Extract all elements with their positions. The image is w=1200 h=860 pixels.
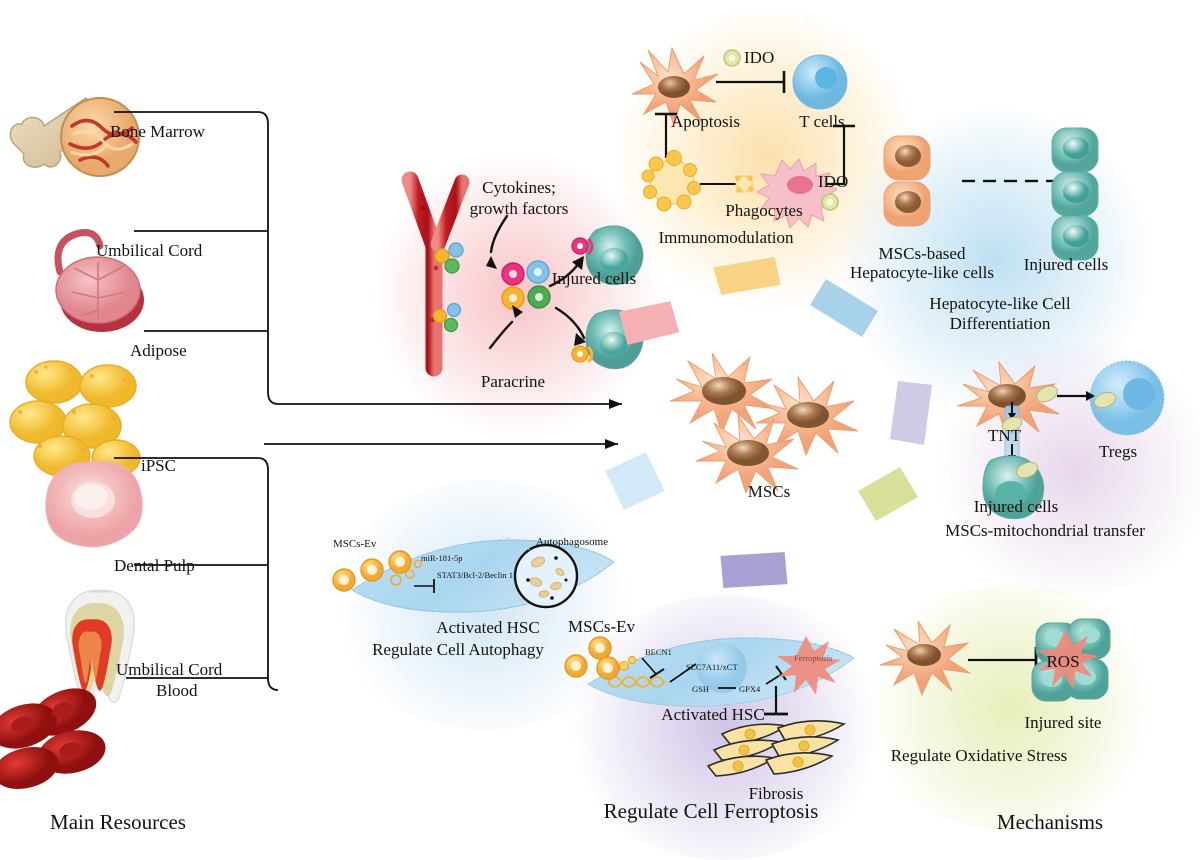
immuno-ido-bottom: IDO xyxy=(818,172,849,191)
dna-helix xyxy=(607,676,665,688)
hepatocyte-like-cell-1 xyxy=(883,135,931,181)
section-title-regulate-cell-ferroptosis: Regulate Cell Ferroptosis xyxy=(603,799,819,823)
msc-ev-vesicles xyxy=(332,550,423,592)
mito-injured-cells: Injured cells xyxy=(973,497,1059,516)
hepatocyte-msc-based-line2: Hepatocyte-like cells xyxy=(850,263,994,282)
injured-cell-h1 xyxy=(1051,127,1099,173)
center-msc-cluster xyxy=(669,352,859,495)
panel-mitochondrial-transfer xyxy=(956,360,1165,520)
section-title-mechanisms: Mechanisms xyxy=(996,810,1104,834)
panel-ferroptosis xyxy=(564,636,855,707)
bone-marrow-icon xyxy=(9,97,140,177)
autophagy-msc-ev: MSCs-Ev xyxy=(333,538,377,550)
mitochondria xyxy=(1001,385,1117,479)
oxidative-injured-site: Injured site xyxy=(1024,713,1102,732)
hepatocyte-like-cell-2 xyxy=(883,181,931,227)
msc-cell-center-2 xyxy=(755,375,859,457)
paracrine-title: Paracrine xyxy=(480,372,546,391)
hepatocyte-injured-cells: Injured cells xyxy=(1023,255,1109,274)
center-msc-label: MSCs xyxy=(747,482,791,501)
segment-purple xyxy=(720,552,788,588)
segment-yellow xyxy=(713,257,781,295)
paracrine-cytokines-line2: growth factors xyxy=(469,199,569,218)
paracrine-injured-cells: Injured cells xyxy=(551,269,637,288)
panel-hepatocyte xyxy=(883,127,1099,261)
resource-label-ucb-line1: Umbilical Cord xyxy=(116,660,223,679)
segment-olive xyxy=(858,467,918,521)
autophagy-autophagosome-label: Autophagosome xyxy=(536,536,609,548)
resource-brackets xyxy=(114,111,622,691)
ferroptosis-msc-ev: MSCs-Ev xyxy=(568,617,636,636)
immuno-ido-top: IDO xyxy=(744,48,775,67)
injured-cell-h2 xyxy=(1051,171,1099,217)
immuno-title: Immunomodulation xyxy=(658,228,794,247)
ring-segments xyxy=(605,257,932,588)
autophagosome xyxy=(513,543,579,609)
msc-ev-vesicles-ferro xyxy=(564,636,637,680)
autophagy-title-line1: Activated HSC xyxy=(436,618,540,637)
segment-blue xyxy=(810,279,878,337)
fibrosis-sheets xyxy=(706,720,847,777)
ferroptosis-gpx4: GPX4 xyxy=(739,684,761,694)
resource-label-ucb-line2: Blood xyxy=(156,681,198,700)
fibrosis-diagram xyxy=(706,686,847,777)
t-cell xyxy=(792,54,848,110)
resource-label-ipsc: iPSC xyxy=(141,456,176,475)
paracrine-cytokines-line1: Cytokines; xyxy=(482,178,556,197)
stem-cell-icon xyxy=(45,461,143,548)
autophagy-mir-label: miR-181-5p xyxy=(421,553,463,563)
resource-icons xyxy=(0,97,144,789)
immuno-apoptosis: Apoptosis xyxy=(671,112,740,131)
ferroptosis-activated-hsc: Activated HSC xyxy=(661,705,765,724)
ferroptosis-fibrosis-label: Fibrosis xyxy=(748,784,804,803)
immuno-phagocytes: Phagocytes xyxy=(725,201,803,220)
panel-oxidative-stress xyxy=(879,618,1111,702)
resource-label-bone-marrow: Bone Marrow xyxy=(110,122,205,141)
resource-label-umbilical-cord: Umbilical Cord xyxy=(96,241,203,260)
hepatocyte-msc-based-line1: MSCs-based xyxy=(878,244,966,263)
ferroptosis-becn1: BECN1 xyxy=(645,647,672,657)
resource-label-adipose: Adipose xyxy=(130,341,187,360)
immuno-t-cells: T cells xyxy=(799,112,845,131)
erythrocytes-icon xyxy=(0,688,106,789)
segment-lavender xyxy=(890,381,932,445)
msc-cell-mito xyxy=(956,360,1060,438)
ferroptosis-slc7a11: SLC7A11/xCT xyxy=(686,662,738,672)
segment-skyblue xyxy=(605,452,665,510)
injured-cell-h3 xyxy=(1051,215,1099,261)
vesicle-cluster-vessel xyxy=(432,242,464,333)
msc-cell-oxidative xyxy=(879,620,971,697)
tooth-icon xyxy=(65,589,135,704)
hepatocyte-title-line2: Differentiation xyxy=(949,314,1051,333)
placenta-icon xyxy=(54,229,144,332)
autophagy-pathway-label: STAT3/Bcl-2/Beclin 1 xyxy=(437,570,514,580)
autophagy-title-line2: Regulate Cell Autophagy xyxy=(372,640,544,659)
ferroptosis-burst-label: Ferroptosis xyxy=(794,653,833,663)
injured-cell-upper xyxy=(585,225,644,286)
segment-pink xyxy=(619,301,680,345)
phagocyte xyxy=(755,158,839,229)
section-title-main-resources: Main Resources xyxy=(50,810,186,834)
vesicle-cluster-center xyxy=(501,260,551,310)
ros-burst xyxy=(1037,629,1099,689)
panel-autophagy xyxy=(332,535,615,613)
mito-tnt-label: TNT xyxy=(988,426,1022,445)
apoptotic-body xyxy=(641,150,701,212)
hepatocyte-title-line1: Hepatocyte-like Cell xyxy=(929,294,1071,313)
treg-cell xyxy=(1089,360,1165,436)
ferroptosis-burst xyxy=(777,636,841,695)
oxidative-ros-label: ROS xyxy=(1046,652,1080,671)
mito-title: MSCs-mitochondrial transfer xyxy=(945,521,1145,540)
mito-tregs-label: Tregs xyxy=(1098,442,1138,461)
ferroptosis-gsh: GSH xyxy=(692,684,710,694)
panel-paracrine xyxy=(401,171,644,377)
msc-cell-center-3 xyxy=(695,413,799,495)
oxidative-title: Regulate Oxidative Stress xyxy=(890,746,1068,765)
panel-immunomodulation xyxy=(631,46,855,229)
msc-cell-immuno xyxy=(631,46,719,128)
